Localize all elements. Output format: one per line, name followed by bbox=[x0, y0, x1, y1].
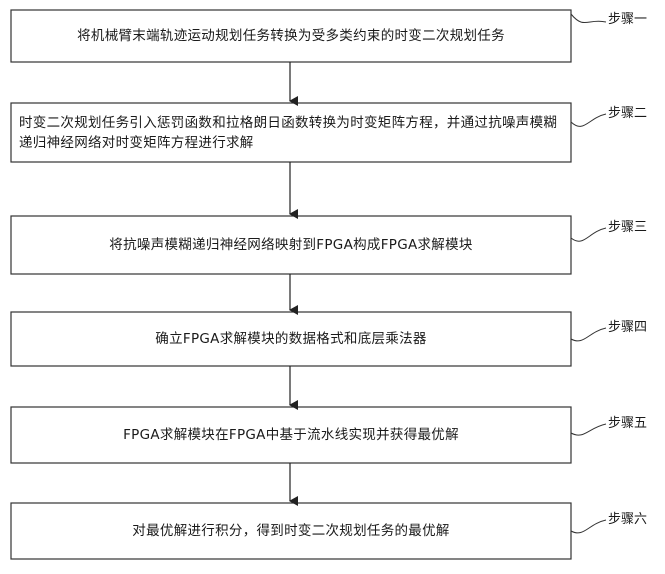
step-1-box bbox=[10, 9, 572, 63]
step-6-text: 对最优解进行积分，得到时变二次规划任务的最优解 bbox=[132, 523, 450, 539]
step-3-leader bbox=[570, 227, 607, 242]
step-2-label: 步骤二 bbox=[608, 106, 648, 121]
step-4-box bbox=[10, 311, 572, 367]
step-1-label: 步骤一 bbox=[608, 12, 648, 27]
step-3-text: 将抗噪声模糊递归神经网络映射到FPGA构成FPGA求解模块 bbox=[109, 237, 473, 253]
step-1-text: 将机械臂末端轨迹运动规划任务转换为受多类约束的时变二次规划任务 bbox=[77, 28, 505, 44]
step-5-label: 步骤五 bbox=[608, 416, 648, 431]
step-2-leader bbox=[570, 113, 607, 127]
step-6-label: 步骤六 bbox=[608, 512, 648, 527]
step-5-text: FPGA求解模块在FPGA中基于流水线实现并获得最优解 bbox=[123, 427, 459, 443]
step-5-leader bbox=[570, 423, 607, 436]
step-6-leader bbox=[570, 519, 607, 534]
step-4-leader bbox=[570, 327, 607, 342]
step-2-box bbox=[10, 102, 572, 163]
step-4-text: 确立FPGA求解模块的数据格式和底层乘法器 bbox=[155, 331, 427, 347]
step-1-leader bbox=[570, 13, 607, 24]
step-6-box bbox=[10, 502, 572, 560]
step-3-label: 步骤三 bbox=[608, 220, 648, 235]
step-4-label: 步骤四 bbox=[608, 320, 648, 335]
step-5-box bbox=[10, 406, 572, 464]
step-2-text: 时变二次规划任务引入惩罚函数和拉格朗日函数转换为时变矩阵方程，并通过抗噪声模糊递… bbox=[19, 114, 558, 151]
